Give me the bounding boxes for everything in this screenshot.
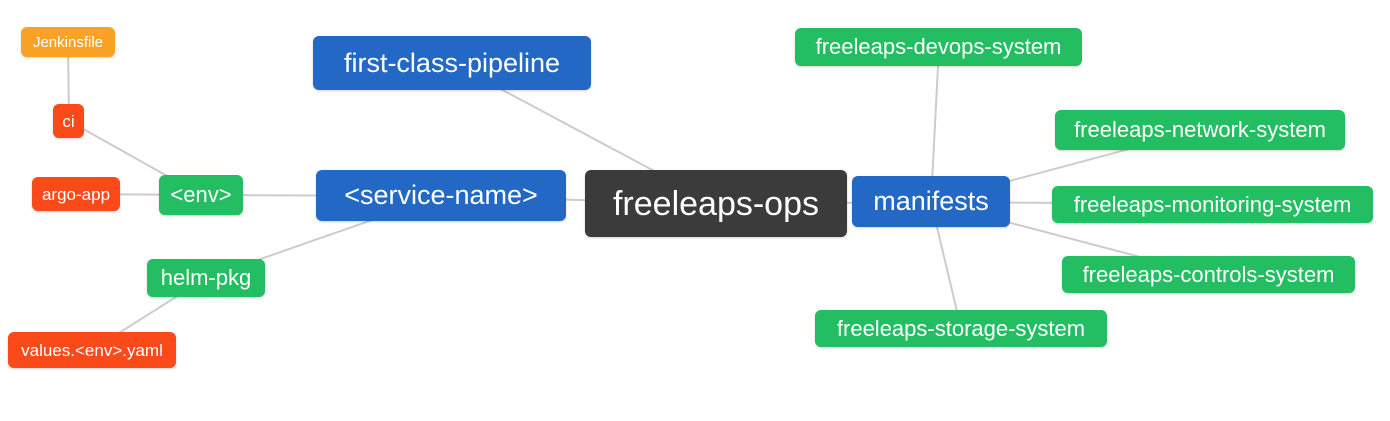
node-service-name[interactable]: <service-name> [316,170,566,221]
node-jenkinsfile[interactable]: Jenkinsfile [21,27,115,57]
node-argo-app[interactable]: argo-app [32,177,120,211]
node-freeleaps-controls-system[interactable]: freeleaps-controls-system [1062,256,1355,293]
node-env[interactable]: <env> [159,175,243,215]
node-manifests[interactable]: manifests [852,176,1010,227]
node-freeleaps-monitoring-system[interactable]: freeleaps-monitoring-system [1052,186,1373,223]
node-values-env-yaml[interactable]: values.<env>.yaml [8,332,176,368]
node-first-class-pipeline[interactable]: first-class-pipeline [313,36,591,90]
node-freeleaps-network-system[interactable]: freeleaps-network-system [1055,110,1345,150]
node-ci[interactable]: ci [53,104,84,138]
node-freeleaps-devops-system[interactable]: freeleaps-devops-system [795,28,1082,66]
node-freeleaps-ops[interactable]: freeleaps-ops [585,170,847,237]
node-freeleaps-storage-system[interactable]: freeleaps-storage-system [815,310,1107,347]
node-helm-pkg[interactable]: helm-pkg [147,259,265,297]
